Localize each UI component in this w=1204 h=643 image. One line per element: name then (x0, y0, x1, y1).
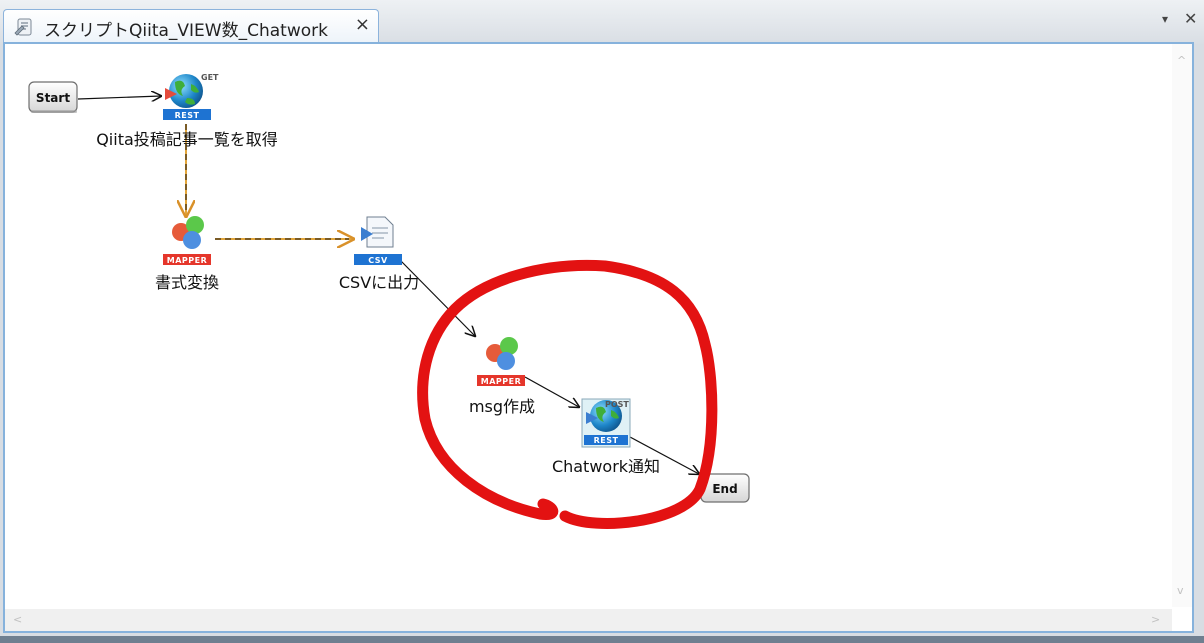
scroll-left-icon[interactable]: < (13, 613, 23, 626)
mapper-icon (486, 337, 518, 370)
rest-badge: REST (594, 436, 619, 445)
connector-start-to-get[interactable] (77, 96, 161, 99)
tab-title: スクリプトQiita_VIEW数_Chatwork (44, 21, 328, 41)
tab-bar: スクリプトQiita_VIEW数_Chatwork × ▾ ✕ (0, 0, 1204, 44)
start-node[interactable]: Start (28, 81, 78, 113)
scroll-up-icon[interactable]: ^ (1177, 54, 1187, 67)
tab-close-button[interactable]: × (354, 14, 370, 35)
close-all-tabs-icon[interactable]: ✕ (1184, 9, 1198, 28)
end-node-label: End (712, 482, 737, 496)
format-mapper-node[interactable]: MAPPER (163, 216, 211, 265)
flow-connectors (77, 96, 699, 474)
connector-chatwork-to-end[interactable] (629, 436, 699, 474)
chatwork-rest-node-label: Chatwork通知 (552, 457, 660, 476)
horizontal-scrollbar[interactable]: < > (5, 609, 1172, 631)
mapper-badge: MAPPER (481, 377, 522, 386)
send-arrow-icon (586, 412, 598, 424)
msg-mapper-node-label: msg作成 (469, 397, 535, 416)
status-strip (0, 636, 1204, 643)
flow-canvas: Start GET REST Qiita投稿記事一覧を取得 MAPPER 書式変… (28, 73, 750, 529)
tab-list-dropdown-icon[interactable]: ▾ (1162, 12, 1169, 26)
csv-badge: CSV (368, 256, 388, 265)
rest-get-node-label: Qiita投稿記事一覧を取得 (96, 130, 278, 149)
msg-mapper-node[interactable]: MAPPER (477, 337, 525, 386)
script-editor: Start GET REST Qiita投稿記事一覧を取得 MAPPER 書式変… (3, 42, 1194, 633)
start-node-label: Start (36, 91, 70, 105)
csv-file-icon (361, 216, 394, 248)
highlight-annotation (417, 259, 718, 529)
mapper-icon (172, 216, 204, 249)
send-arrow-icon (165, 88, 177, 100)
csv-output-node[interactable]: CSV (354, 216, 402, 265)
scroll-right-icon[interactable]: > (1151, 613, 1161, 626)
csv-output-node-label: CSVに出力 (339, 273, 419, 292)
rest-badge: REST (175, 111, 200, 120)
rest-get-node[interactable]: GET REST (163, 73, 219, 120)
script-icon (14, 18, 32, 36)
tab-script[interactable]: スクリプトQiita_VIEW数_Chatwork × (3, 9, 379, 42)
mapper-badge: MAPPER (167, 256, 208, 265)
rest-method-label: POST (605, 400, 629, 409)
chatwork-rest-node[interactable]: POST REST (581, 398, 631, 448)
rest-method-label: GET (201, 73, 219, 82)
connector-csv-to-msg[interactable] (399, 259, 475, 336)
scroll-down-icon[interactable]: v (1177, 584, 1184, 597)
format-mapper-node-label: 書式変換 (155, 273, 219, 292)
vertical-scrollbar[interactable]: ^ v (1172, 44, 1192, 607)
connector-msg-to-chatwork[interactable] (524, 376, 579, 407)
